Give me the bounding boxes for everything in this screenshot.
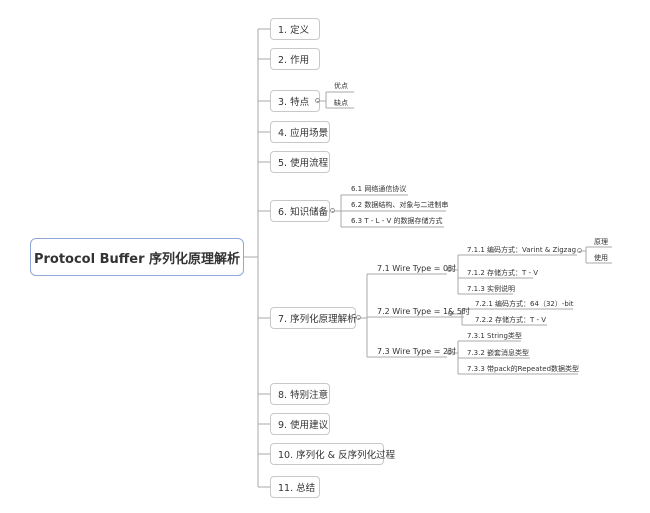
collapse-toggle-icon[interactable] (447, 267, 452, 272)
wire0-encoding[interactable]: 7.1.1 编码方式：Varint & Zigzag (467, 246, 577, 254)
wire0-storage[interactable]: 7.1.2 存储方式：T - V (467, 269, 539, 277)
topic-label: 7. 序列化原理解析 (278, 314, 357, 325)
topic-label: 4. 应用场景 (278, 128, 329, 139)
topic-summary[interactable]: 11. 总结 (270, 476, 320, 498)
collapse-toggle-icon[interactable] (315, 98, 320, 103)
collapse-toggle-icon[interactable] (330, 208, 335, 213)
topic-purpose[interactable]: 2. 作用 (270, 48, 320, 70)
feature-pros[interactable]: 优点 (334, 82, 348, 90)
knowledge-item[interactable]: 6.3 T - L - V 的数据存储方式 (351, 217, 443, 225)
topic-scenarios[interactable]: 4. 应用场景 (270, 121, 330, 143)
topic-workflow[interactable]: 5. 使用流程 (270, 151, 330, 173)
knowledge-item[interactable]: 6.2 数据结构、对象与二进制串 (351, 201, 449, 209)
topic-serialization-principle[interactable]: 7. 序列化原理解析 (270, 307, 357, 329)
topic-label: 10. 序列化 & 反序列化过程 (278, 450, 396, 461)
topic-label: 2. 作用 (278, 55, 310, 66)
feature-cons[interactable]: 缺点 (334, 99, 348, 107)
collapse-toggle-icon[interactable] (447, 350, 452, 355)
topic-process[interactable]: 10. 序列化 & 反序列化过程 (270, 443, 395, 465)
knowledge-item[interactable]: 6.1 网络通信协议 (351, 185, 407, 193)
collapse-toggle-icon[interactable] (577, 248, 582, 253)
topic-label: 8. 特别注意 (278, 390, 329, 401)
topic-special-notes[interactable]: 8. 特别注意 (270, 383, 330, 405)
root-topic[interactable]: Protocol Buffer 序列化原理解析 (30, 238, 244, 276)
topic-definition[interactable]: 1. 定义 (270, 18, 320, 40)
root-topic-label: Protocol Buffer 序列化原理解析 (33, 251, 241, 267)
wire15-storage[interactable]: 7.2.2 存储方式：T - V (475, 316, 547, 324)
wire15-encoding[interactable]: 7.2.1 编码方式：64（32）-bit (475, 300, 574, 308)
wire2-string[interactable]: 7.3.1 String类型 (467, 332, 522, 340)
topic-suggestions[interactable]: 9. 使用建议 (270, 413, 330, 435)
topic-label: 3. 特点 (278, 97, 310, 108)
wire-type-2[interactable]: 7.3 Wire Type = 2时 (377, 347, 457, 356)
collapse-toggle-icon[interactable] (356, 315, 361, 320)
topic-knowledge[interactable]: 6. 知识储备 (270, 200, 330, 222)
varint-usage[interactable]: 使用 (594, 254, 608, 262)
topic-label: 9. 使用建议 (278, 420, 329, 431)
collapse-toggle-icon[interactable] (448, 311, 453, 316)
wire-type-1-5[interactable]: 7.2 Wire Type = 1& 5时 (377, 307, 470, 316)
wire2-nested[interactable]: 7.3.2 嵌套消息类型 (467, 349, 530, 357)
topic-features[interactable]: 3. 特点 (270, 90, 320, 112)
wire0-example[interactable]: 7.1.3 实例说明 (467, 285, 516, 293)
varint-principle[interactable]: 原理 (594, 238, 608, 246)
topic-label: 11. 总结 (278, 483, 316, 494)
topic-label: 1. 定义 (278, 25, 310, 36)
topic-label: 5. 使用流程 (278, 158, 329, 169)
wire-type-0[interactable]: 7.1 Wire Type = 0时 (377, 264, 457, 273)
topic-label: 6. 知识储备 (278, 207, 329, 218)
wire2-packed-repeated[interactable]: 7.3.3 带pack的Repeated数据类型 (467, 365, 580, 373)
